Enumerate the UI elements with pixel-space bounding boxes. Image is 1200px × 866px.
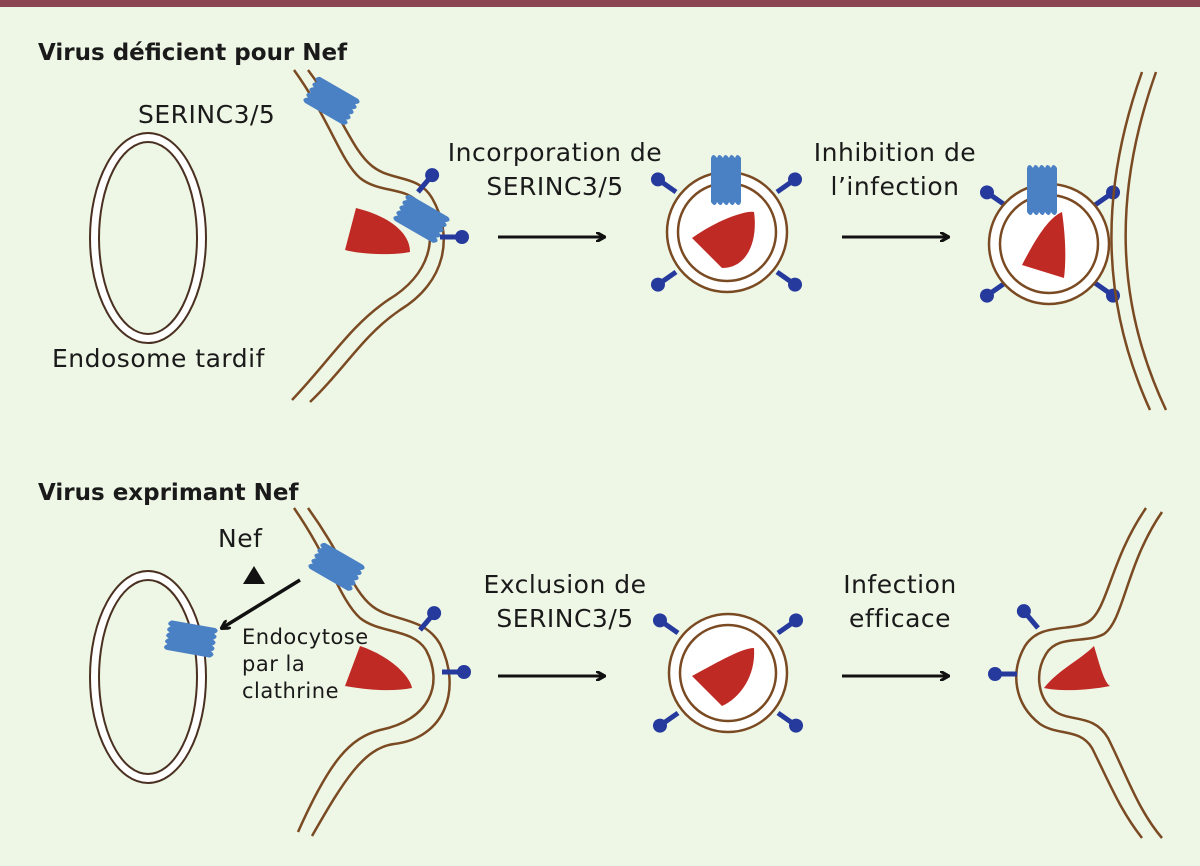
capsid-entering-target — [1044, 646, 1110, 691]
label-inhibition: Inhibition de l’infection — [800, 136, 990, 204]
label-incorporation: Incorporation de SERINC3/5 — [440, 136, 670, 204]
virion-inhibited-top — [977, 165, 1123, 305]
env-spike-bottom-bud-2 — [442, 665, 471, 679]
label-serinc: SERINC3/5 — [138, 100, 276, 129]
late-endosome-top — [89, 132, 207, 344]
label-endocytosis: Endocytose par la clathrine — [242, 624, 369, 705]
label-inhibition-line2: l’infection — [830, 172, 960, 201]
env-spike-target-bottom-1 — [1014, 601, 1043, 632]
virion-with-serinc-top — [648, 155, 805, 294]
label-incorporation-line1: Incorporation de — [447, 138, 663, 167]
late-endosome-bottom — [89, 570, 207, 784]
target-membrane-top — [1110, 71, 1168, 411]
label-inhibition-line1: Inhibition de — [813, 138, 977, 167]
panel-title-nef-expressing: Virus exprimant Nef — [38, 480, 299, 506]
label-endocytosis-line3: clathrine — [242, 679, 339, 703]
capsid-bottom-budding — [345, 646, 412, 691]
target-membrane-bottom — [1015, 507, 1164, 839]
label-nef: Nef — [218, 524, 263, 553]
virion-without-serinc-bottom — [650, 611, 806, 736]
label-infection-line2: efficace — [848, 604, 952, 633]
label-exclusion-line2: SERINC3/5 — [496, 604, 634, 633]
label-exclusion: Exclusion de SERINC3/5 — [450, 568, 680, 636]
panel-title-nef-deficient: Virus déficient pour Nef — [38, 40, 348, 66]
top-border-bar — [0, 0, 1200, 7]
label-endosome-top: Endosome tardif — [52, 344, 265, 373]
nef-triangle-icon — [243, 566, 265, 584]
serinc-on-membrane-top-1 — [302, 75, 361, 127]
label-endocytosis-line1: Endocytose — [242, 625, 369, 649]
env-spike-target-bottom-2 — [988, 667, 1017, 681]
label-incorporation-line2: SERINC3/5 — [486, 172, 624, 201]
capsid-top-budding — [345, 208, 410, 255]
producer-membrane-bottom — [292, 507, 451, 837]
label-infection-line1: Infection — [843, 570, 957, 599]
label-exclusion-line1: Exclusion de — [483, 570, 647, 599]
label-infection-efficace: Infection efficace — [810, 568, 990, 636]
endocytosis-arrow — [222, 578, 301, 628]
label-endocytosis-line2: par la — [242, 652, 306, 676]
